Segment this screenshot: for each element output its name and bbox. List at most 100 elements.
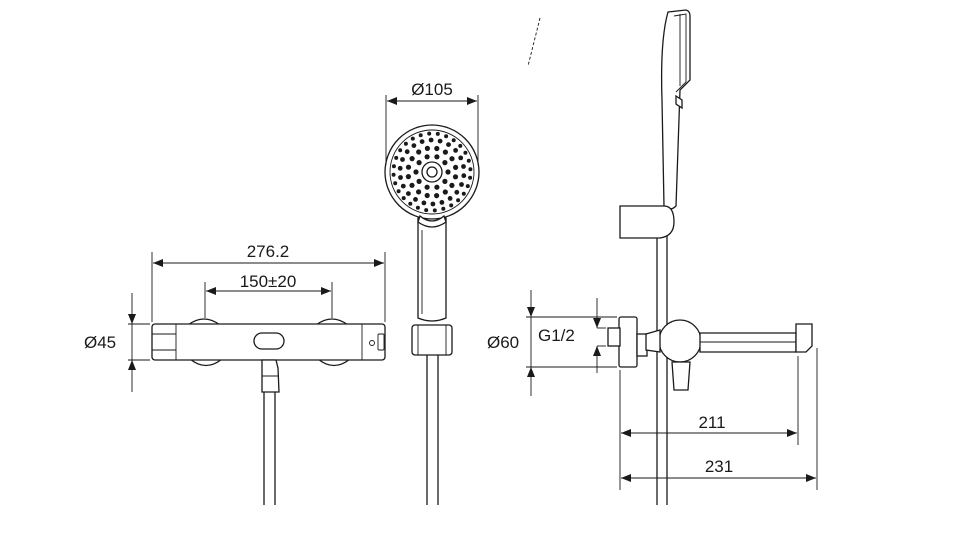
spray-nozzle	[442, 149, 448, 155]
spray-nozzle	[424, 184, 430, 190]
spray-nozzle	[468, 175, 473, 180]
spray-nozzle	[449, 182, 455, 188]
label-side-outer-depth: 231	[705, 457, 733, 476]
spray-nozzle	[410, 136, 415, 141]
spray-nozzle	[406, 191, 411, 197]
spray-nozzle	[461, 191, 466, 196]
spray-nozzle	[413, 169, 419, 175]
spray-nozzle	[400, 183, 406, 189]
label-head-diameter: Ø105	[411, 80, 453, 99]
spray-nozzle	[424, 192, 430, 199]
spray-nozzle	[439, 200, 445, 205]
dim-front-centers: 150±20	[204, 272, 333, 318]
spray-nozzle	[409, 182, 415, 188]
spray-nozzle	[415, 205, 420, 210]
rail-holder	[619, 205, 675, 239]
spray-nozzle	[405, 174, 411, 180]
spray-nozzle	[441, 206, 446, 211]
spray-nozzle	[391, 164, 396, 169]
spray-nozzle	[442, 189, 448, 195]
side-view	[527, 9, 813, 505]
spray-nozzle	[401, 196, 406, 201]
spray-nozzle	[419, 139, 425, 145]
slide-rail	[656, 230, 668, 505]
spray-nozzle	[424, 154, 430, 160]
spray-nozzle	[405, 164, 412, 170]
spray-nozzle	[396, 189, 401, 194]
spray-nozzle	[403, 141, 408, 146]
spray-nozzle	[432, 208, 437, 213]
mixer-side-body	[658, 319, 702, 363]
spray-nozzle	[398, 148, 403, 153]
spray-nozzle	[404, 149, 410, 155]
dim-front-width: 276.2	[151, 242, 386, 322]
label-side-thread: G1/2	[538, 326, 575, 345]
spray-nozzle	[444, 134, 449, 139]
spray-nozzle	[442, 160, 448, 166]
hose-holder	[411, 324, 453, 356]
spray-nozzle	[408, 201, 413, 206]
spray-nozzle	[468, 167, 473, 172]
spray-nozzle	[453, 164, 459, 170]
spray-nozzle	[416, 178, 422, 184]
spray-nozzle	[397, 165, 403, 171]
spray-nozzle	[391, 172, 396, 177]
spray-nozzle	[454, 189, 460, 195]
spray-nozzle	[434, 145, 440, 152]
spray-nozzle	[459, 182, 464, 187]
spray-nozzle	[416, 189, 422, 195]
spray-nozzle	[418, 133, 423, 138]
spray-nozzle	[461, 164, 466, 169]
dim-head-diameter: Ø105	[385, 80, 479, 165]
spray-nozzle	[416, 149, 422, 155]
front-hose	[263, 392, 276, 505]
spray-nozzle	[465, 184, 470, 189]
spray-nozzle	[430, 201, 436, 207]
spray-nozzle	[434, 154, 440, 160]
label-front-width: 276.2	[247, 242, 290, 261]
spray-nozzle	[458, 143, 463, 148]
spray-nozzle	[424, 208, 429, 213]
spray-nozzle	[463, 150, 468, 155]
hand-shower-handle	[417, 217, 447, 322]
dim-side-thread: G1/2	[538, 298, 606, 373]
spray-nozzle	[428, 137, 434, 143]
spray-nozzle	[437, 138, 443, 144]
spray-nozzle	[451, 138, 456, 143]
spray-nozzle	[445, 169, 451, 175]
spray-nozzle	[456, 198, 461, 203]
spray-nozzles	[391, 131, 473, 213]
dim-side-diameter: Ø60	[487, 290, 617, 396]
spray-nozzle	[434, 193, 440, 199]
spray-nozzle	[409, 156, 415, 162]
spray-nozzle	[446, 142, 451, 148]
label-front-diameter: Ø45	[84, 333, 116, 352]
spray-nozzle	[434, 184, 440, 190]
spray-nozzle	[394, 155, 399, 160]
spray-nozzle	[398, 175, 403, 180]
spray-nozzle	[424, 145, 430, 151]
spray-nozzle	[400, 157, 405, 162]
spray-nozzle	[449, 156, 455, 162]
dim-side-inner-depth: 211	[619, 356, 799, 490]
spray-nozzle	[466, 158, 471, 163]
hand-shower-view	[384, 124, 480, 505]
spray-nozzle	[447, 196, 453, 201]
spray-nozzle	[442, 178, 448, 184]
label-front-centers: 150±20	[240, 272, 297, 291]
spray-nozzle	[416, 160, 422, 166]
spray-nozzle	[452, 174, 459, 180]
spray-nozzle	[435, 131, 440, 136]
dim-side-outer-depth: 231	[621, 348, 818, 490]
spray-nozzle	[393, 181, 398, 186]
spray-nozzle	[427, 131, 432, 136]
label-side-inner-depth: 211	[698, 413, 725, 432]
spray-nozzle	[413, 197, 418, 202]
mixer-button	[253, 332, 285, 350]
spray-nozzle	[421, 200, 427, 206]
dim-front-diameter: Ø45	[84, 293, 150, 392]
spray-nozzle	[411, 143, 417, 149]
label-side-diameter: Ø60	[487, 333, 519, 352]
hand-shower-hose	[426, 355, 439, 505]
